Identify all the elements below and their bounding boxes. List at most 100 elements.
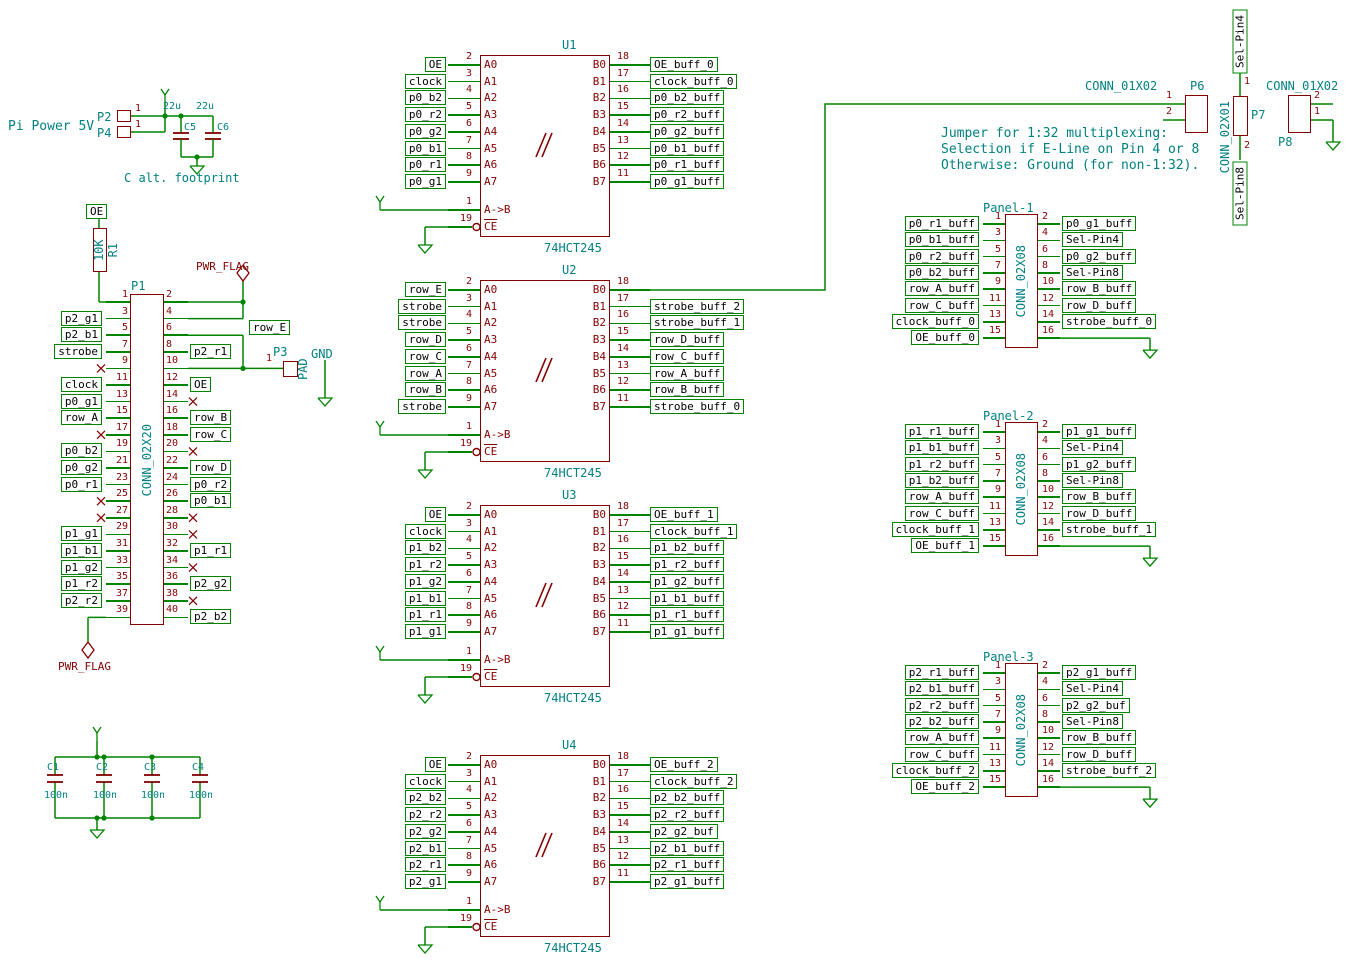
net-label-p1_g1[interactable]: p1_g1 — [404, 623, 446, 639]
net-label-row_B_buff[interactable]: row_B_buff — [1062, 489, 1137, 505]
net-label-p2_b2[interactable]: p2_b2 — [404, 790, 446, 806]
net-label-p2_b2[interactable]: p2_b2 — [190, 609, 232, 625]
net-label-row_C_buff[interactable]: row_C_buff — [650, 348, 725, 364]
net-label-p0_g1[interactable]: p0_g1 — [404, 173, 446, 189]
connector-body-panel-1[interactable] — [1005, 214, 1038, 348]
net-label-p0_r1[interactable]: p0_r1 — [60, 476, 102, 492]
net-label-Sel-Pin8[interactable]: Sel-Pin8 — [1062, 264, 1123, 280]
net-label-strobe_buff_0[interactable]: strobe_buff_0 — [1062, 313, 1157, 329]
net-label-p2_b1_buff[interactable]: p2_b1_buff — [650, 840, 725, 856]
net-label-p0_r1_buff[interactable]: p0_r1_buff — [904, 216, 979, 231]
net-label-strobe[interactable]: strobe — [398, 315, 446, 331]
connector-body-p8[interactable] — [1288, 95, 1311, 133]
net-label-p0_b1_buff[interactable]: p0_b1_buff — [904, 232, 979, 248]
net-label-row_B[interactable]: row_B — [190, 410, 232, 426]
net-label-p2_g2[interactable]: p2_g2 — [190, 576, 232, 592]
ic-body-u2[interactable] — [480, 280, 610, 462]
net-label-p2_g1_buff[interactable]: p2_g1_buff — [650, 873, 725, 889]
net-label-row_C[interactable]: row_C — [404, 348, 446, 364]
net-label-strobe_buff_1[interactable]: strobe_buff_1 — [650, 315, 745, 331]
net-label-p0_b2_buff[interactable]: p0_b2_buff — [650, 90, 725, 106]
net-label-OE[interactable]: OE — [424, 507, 446, 522]
net-label-p2_r1_buff[interactable]: p2_r1_buff — [904, 665, 979, 680]
net-label-row_B[interactable]: row_B — [404, 382, 446, 398]
ic-body-u4[interactable] — [480, 755, 610, 937]
net-label-p1_r1[interactable]: p1_r1 — [190, 543, 232, 558]
net-label-p1_g2_buff[interactable]: p1_g2_buff — [1062, 456, 1137, 472]
net-label-OE_buff_1[interactable]: OE_buff_1 — [911, 538, 979, 554]
net-label-p0_b2[interactable]: p0_b2 — [60, 443, 102, 459]
net-label-row_A[interactable]: row_A — [404, 365, 446, 381]
connector-body-p4[interactable] — [117, 126, 131, 138]
net-label-p0_r2[interactable]: p0_r2 — [190, 476, 232, 492]
net-label-strobe[interactable]: strobe — [398, 298, 446, 314]
net-label-p2_g1_buff[interactable]: p2_g1_buff — [1062, 665, 1137, 680]
net-label-row_B_buff[interactable]: row_B_buff — [1062, 730, 1137, 746]
net-label-clock_buff_2[interactable]: clock_buff_2 — [891, 762, 979, 778]
net-label-p1_b1[interactable]: p1_b1 — [60, 543, 102, 558]
net-label-p2_r2[interactable]: p2_r2 — [60, 592, 102, 608]
net-label-p0_b1[interactable]: p0_b1 — [190, 493, 232, 509]
net-label-p2_g2_buf[interactable]: p2_g2_buf — [1062, 697, 1130, 713]
net-label-p0_b2_buff[interactable]: p0_b2_buff — [904, 264, 979, 280]
net-label-p0_r1_buff[interactable]: p0_r1_buff — [650, 157, 725, 173]
net-label-p2_r2_buff[interactable]: p2_r2_buff — [650, 807, 725, 823]
net-label-p0_g1[interactable]: p0_g1 — [60, 393, 102, 409]
net-label-OE_buff_0[interactable]: OE_buff_0 — [650, 57, 718, 72]
connector-body-p3[interactable] — [283, 361, 298, 377]
net-label-p2_b2_buff[interactable]: p2_b2_buff — [904, 713, 979, 729]
net-label-row_A_buff[interactable]: row_A_buff — [904, 489, 979, 505]
net-label-row_C[interactable]: row_C — [190, 426, 232, 442]
net-label-p1_g2[interactable]: p1_g2 — [60, 559, 102, 575]
net-label-p1_b1_buff[interactable]: p1_b1_buff — [650, 590, 725, 606]
net-label-p1_g2[interactable]: p1_g2 — [404, 573, 446, 589]
connector-body-panel-2[interactable] — [1005, 422, 1038, 556]
connector-body-p6[interactable] — [1185, 95, 1208, 133]
net-label-p1_r2_buff[interactable]: p1_r2_buff — [650, 557, 725, 573]
net-label-p0_r2[interactable]: p0_r2 — [404, 107, 446, 123]
connector-body-p7[interactable] — [1233, 96, 1248, 136]
net-label-strobe_buff_2[interactable]: strobe_buff_2 — [650, 298, 745, 314]
net-label-OE[interactable]: OE — [424, 757, 446, 772]
net-label-row_A_buff[interactable]: row_A_buff — [650, 365, 725, 381]
net-label-p1_r2[interactable]: p1_r2 — [60, 576, 102, 592]
net-label-p0_r2_buff[interactable]: p0_r2_buff — [650, 107, 725, 123]
net-label-row_B_buff[interactable]: row_B_buff — [650, 382, 725, 398]
net-label-strobe_buff_1[interactable]: strobe_buff_1 — [1062, 521, 1157, 537]
net-label-p2_r2[interactable]: p2_r2 — [404, 807, 446, 823]
net-label-Sel-Pin4[interactable]: Sel-Pin4 — [1062, 440, 1123, 456]
resistor-body-r1[interactable] — [93, 228, 107, 272]
net-label-p0_r2_buff[interactable]: p0_r2_buff — [904, 248, 979, 264]
net-label-OE_buff_1[interactable]: OE_buff_1 — [650, 507, 718, 522]
connector-body-p1[interactable] — [130, 294, 164, 625]
net-label-row_A_buff[interactable]: row_A_buff — [904, 281, 979, 297]
connector-body-p2[interactable] — [117, 110, 131, 122]
net-label-p1_r2[interactable]: p1_r2 — [404, 557, 446, 573]
net-label-clock_buff_0[interactable]: clock_buff_0 — [650, 73, 738, 89]
net-label-OE[interactable]: OE — [424, 57, 446, 72]
net-label-clock_buff_1[interactable]: clock_buff_1 — [891, 521, 979, 537]
net-label-strobe_buff_0[interactable]: strobe_buff_0 — [650, 398, 745, 414]
net-label-p1_b1_buff[interactable]: p1_b1_buff — [904, 440, 979, 456]
ic-body-u1[interactable] — [480, 55, 610, 237]
net-label-p2_b1_buff[interactable]: p2_b1_buff — [904, 681, 979, 697]
net-label-Sel-Pin4[interactable]: Sel-Pin4 — [1062, 232, 1123, 248]
net-label-Sel-Pin4[interactable]: Sel-Pin4 — [1062, 681, 1123, 697]
net-label-row_B_buff[interactable]: row_B_buff — [1062, 281, 1137, 297]
net-label-row_C_buff[interactable]: row_C_buff — [904, 746, 979, 762]
net-label-p2_r1[interactable]: p2_r1 — [190, 343, 232, 359]
net-label-p1_b2_buff[interactable]: p1_b2_buff — [650, 540, 725, 556]
net-label-p0_g1_buff[interactable]: p0_g1_buff — [1062, 216, 1137, 231]
net-label-row_A[interactable]: row_A — [60, 410, 102, 426]
net-label-p2_g2_buf[interactable]: p2_g2_buf — [650, 823, 718, 839]
net-label-clock_buff_1[interactable]: clock_buff_1 — [650, 523, 738, 539]
net-label-p0_g2_buff[interactable]: p0_g2_buff — [650, 123, 725, 139]
net-label-row_C_buff[interactable]: row_C_buff — [904, 297, 979, 313]
net-label-row_D_buff[interactable]: row_D_buff — [1062, 297, 1137, 313]
net-label-p2_g1[interactable]: p2_g1 — [60, 310, 102, 326]
net-label-p1_g1_buff[interactable]: p1_g1_buff — [1062, 424, 1137, 439]
net-label-p1_r1_buff[interactable]: p1_r1_buff — [650, 607, 725, 623]
net-label-p0_g2[interactable]: p0_g2 — [404, 123, 446, 139]
net-label-clock_buff_2[interactable]: clock_buff_2 — [650, 773, 738, 789]
net-label-p0_g2[interactable]: p0_g2 — [60, 460, 102, 475]
